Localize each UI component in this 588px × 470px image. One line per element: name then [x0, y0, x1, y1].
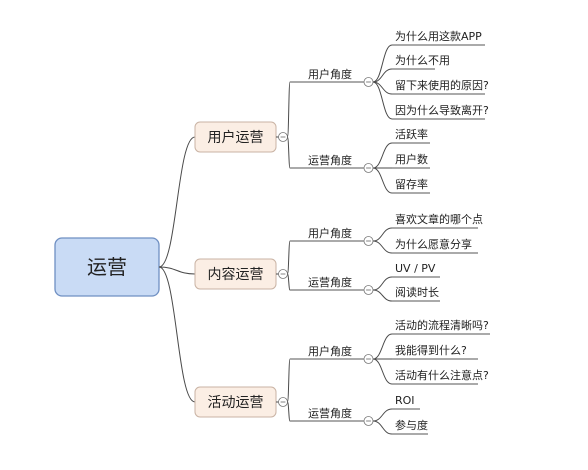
connector-group-to-leaf	[372, 420, 393, 435]
connector-branch-to-group	[287, 81, 291, 138]
leaf-item-label: 阅读时长	[395, 285, 439, 299]
group-label: 用户角度	[308, 226, 352, 240]
branch-node-label: 活动运营	[208, 395, 264, 411]
connector-group-to-leaf	[372, 408, 393, 422]
leaf-item-label: 我能得到什么?	[395, 343, 467, 357]
leaf-item-label: 因为什么导致离开?	[395, 103, 489, 117]
leaf-item-label: 参与度	[395, 418, 428, 432]
leaf-item-label: 用户数	[395, 152, 428, 166]
connector-branch-to-group	[287, 240, 291, 275]
leaf-item-label: 活动的流程清晰吗?	[395, 318, 489, 332]
leaf-item-label: 喜欢文章的哪个点	[395, 212, 483, 226]
leaf-item-label: 为什么愿意分享	[395, 237, 472, 251]
leaf-item-label: 留存率	[395, 177, 428, 191]
leaf-item-label: 活跃率	[395, 127, 428, 141]
group-label: 运营角度	[308, 153, 352, 167]
connector-group-to-leaf	[372, 289, 393, 302]
connector-root-to-branch	[158, 136, 196, 268]
connector-group-to-leaf	[372, 167, 393, 194]
collapse-icon[interactable]	[363, 77, 374, 87]
collapse-icon[interactable]	[363, 354, 374, 364]
root-node-label: 运营	[87, 255, 127, 279]
connector-group-to-leaf	[372, 44, 393, 83]
group-label: 用户角度	[308, 344, 352, 358]
collapse-icon[interactable]	[363, 236, 374, 246]
collapse-icon[interactable]	[278, 132, 288, 142]
connector-branch-to-group	[287, 136, 291, 169]
leaf-item-label: 为什么不用	[395, 54, 450, 67]
connector-root-to-branch	[158, 266, 196, 403]
connector-group-to-leaf	[372, 276, 393, 291]
connector-group-to-leaf	[372, 68, 393, 83]
connector-root-to-branch	[158, 266, 196, 275]
group-label: 用户角度	[308, 67, 352, 81]
branch-node-label: 内容运营	[208, 266, 264, 283]
collapse-icon[interactable]	[278, 269, 288, 279]
connector-group-to-leaf	[372, 358, 393, 385]
collapse-icon[interactable]	[363, 163, 374, 173]
connector-group-to-leaf	[372, 227, 393, 242]
collapse-icon[interactable]	[363, 285, 374, 295]
connector-group-to-leaf	[372, 240, 393, 254]
group-label: 运营角度	[308, 275, 352, 289]
collapse-icon[interactable]	[278, 397, 288, 407]
leaf-item-label: 活动有什么注意点?	[395, 368, 489, 382]
group-label: 运营角度	[308, 406, 352, 420]
collapse-icon[interactable]	[363, 416, 374, 426]
connector-group-to-leaf	[372, 81, 393, 120]
connector-group-to-leaf	[372, 142, 393, 169]
leaf-item-label: ROI	[395, 394, 415, 407]
branch-node-label: 用户运营	[208, 129, 264, 146]
connector-branch-to-group	[287, 273, 291, 291]
connector-branch-to-group	[287, 401, 291, 422]
connector-branch-to-group	[287, 358, 291, 403]
leaf-item-label: UV / PV	[395, 262, 436, 275]
leaf-item-label: 为什么用这款APP	[395, 29, 482, 43]
leaf-item-label: 留下来使用的原因?	[395, 78, 489, 92]
connector-group-to-leaf	[372, 333, 393, 360]
